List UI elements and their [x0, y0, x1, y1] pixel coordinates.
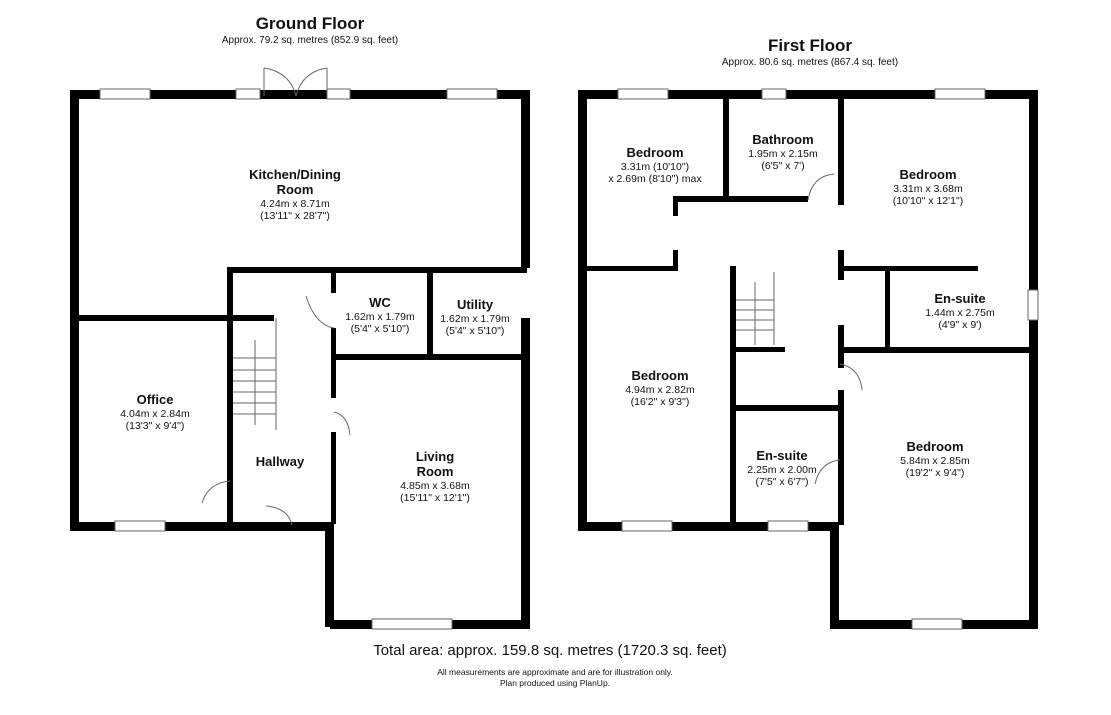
room-utility: Utility 1.62m x 1.79m (5'4" x 5'10"): [440, 297, 510, 337]
first-floor-area: Approx. 80.6 sq. metres (867.4 sq. feet): [721, 57, 899, 68]
room-wc: WC 1.62m x 1.79m (5'4" x 5'10"): [345, 295, 415, 335]
footer-note: All measurements are approximate and are…: [330, 667, 780, 689]
room-kitchen-dining: Kitchen/Dining Room 4.24m x 8.71m (13'11…: [249, 167, 341, 222]
room-bedroom-1: Bedroom 3.31m (10'10") x 2.69m (8'10") m…: [608, 145, 702, 185]
first-floor-windows: [617, 88, 1039, 630]
disclaimer: All measurements are approximate and are…: [437, 667, 673, 677]
room-bedroom-3: Bedroom 4.94m x 2.82m (16'2" x 9'3"): [625, 368, 695, 408]
ground-floor-area: Approx. 79.2 sq. metres (852.9 sq. feet): [221, 35, 399, 46]
room-ensuite-1: En-suite 1.44m x 2.75m (4'9" x 9'): [925, 291, 995, 331]
room-bathroom: Bathroom 1.95m x 2.15m (6'5" x 7'): [748, 132, 818, 172]
produced-by: Plan produced using PlanUp.: [499, 678, 611, 689]
room-ensuite-2: En-suite 2.25m x 2.00m (7'5" x 6'7"): [747, 448, 817, 488]
ground-floor-windows: [99, 88, 498, 630]
ground-floor-title: Ground Floor: [255, 14, 365, 33]
room-living: Living Room 4.85m x 3.68m (15'11" x 12'1…: [400, 449, 470, 504]
room-bedroom-2: Bedroom 3.31m x 3.68m (10'10" x 12'1"): [892, 167, 964, 207]
room-bedroom-4: Bedroom 5.84m x 2.85m (19'2" x 9'4"): [900, 439, 970, 479]
total-area: Total area: approx. 159.8 sq. metres (17…: [373, 642, 727, 659]
room-office: Office 4.04m x 2.84m (13'3" x 9'4"): [120, 392, 190, 432]
room-hallway: Hallway: [255, 454, 305, 469]
ground-floor-doors: [201, 67, 351, 526]
first-floor-title: First Floor: [767, 36, 853, 55]
first-floor-doors: [736, 173, 863, 485]
